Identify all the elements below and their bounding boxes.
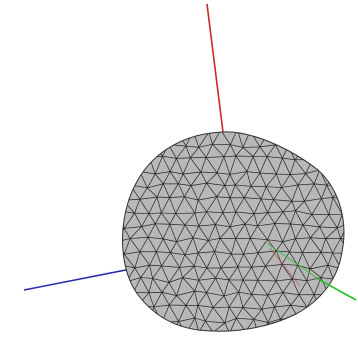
mesh-wireframe — [122, 131, 344, 332]
x-axis-line — [23, 267, 137, 291]
z-axis-line — [206, 3, 225, 141]
y-axis-line — [317, 278, 357, 301]
mesh-shading — [122, 131, 344, 332]
z-axis-line-inner — [269, 247, 301, 287]
y-axis-line-inner — [267, 243, 321, 281]
mesh-body — [122, 131, 345, 332]
